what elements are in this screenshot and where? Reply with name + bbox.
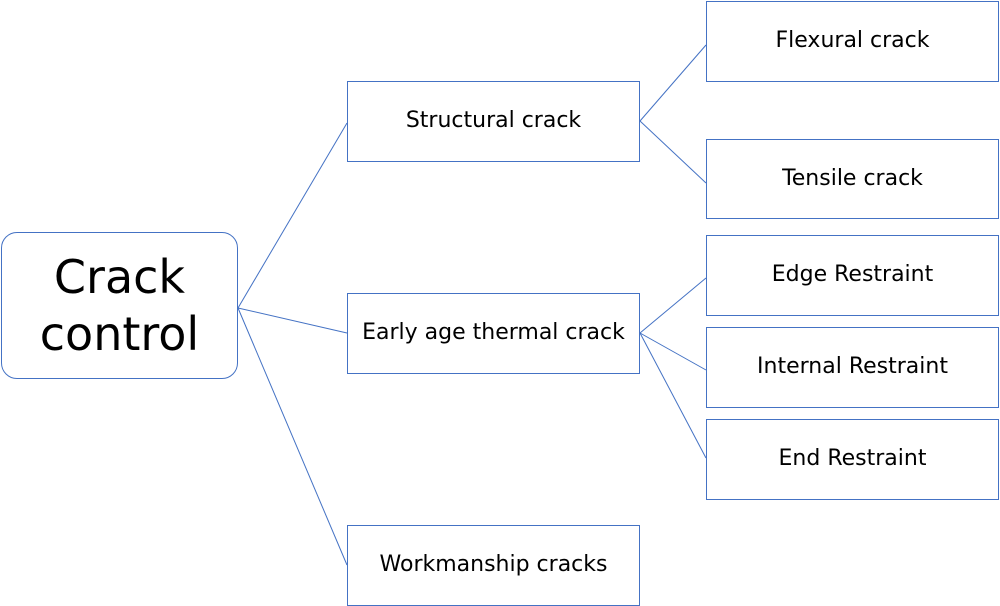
node-workmanship-cracks: Workmanship cracks bbox=[347, 525, 640, 606]
node-label: Flexural crack bbox=[775, 28, 930, 54]
node-edge-restraint: Edge Restraint bbox=[706, 235, 999, 316]
node-label: Workmanship cracks bbox=[379, 552, 608, 578]
connector-root-structural bbox=[237, 122, 348, 309]
node-label: Structural crack bbox=[405, 108, 582, 134]
node-label: Internal Restraint bbox=[757, 354, 948, 380]
node-internal-restraint: Internal Restraint bbox=[706, 327, 999, 408]
connector-structural-flexural bbox=[639, 44, 707, 122]
node-tensile-crack: Tensile crack bbox=[706, 139, 999, 219]
node-flexural-crack: Flexural crack bbox=[706, 1, 999, 82]
root-node-crack-control: Crack control bbox=[1, 232, 238, 379]
node-label: End Restraint bbox=[778, 446, 927, 472]
connector-root-workmanship bbox=[237, 307, 348, 566]
node-label: Edge Restraint bbox=[771, 262, 934, 288]
node-structural-crack: Structural crack bbox=[347, 81, 640, 162]
node-label: Tensile crack bbox=[782, 165, 923, 191]
node-label: Early age thermal crack bbox=[362, 320, 625, 346]
connector-thermal-internal bbox=[639, 332, 707, 371]
connector-thermal-end bbox=[639, 332, 707, 459]
root-label-line-1: Crack bbox=[53, 250, 186, 305]
connector-thermal-edge bbox=[639, 277, 707, 334]
node-early-age-thermal-crack: Early age thermal crack bbox=[347, 293, 640, 374]
connector-root-thermal bbox=[237, 307, 348, 334]
connector-structural-tensile bbox=[639, 120, 707, 184]
root-label-line-2: control bbox=[39, 306, 200, 361]
node-end-restraint: End Restraint bbox=[706, 419, 999, 500]
